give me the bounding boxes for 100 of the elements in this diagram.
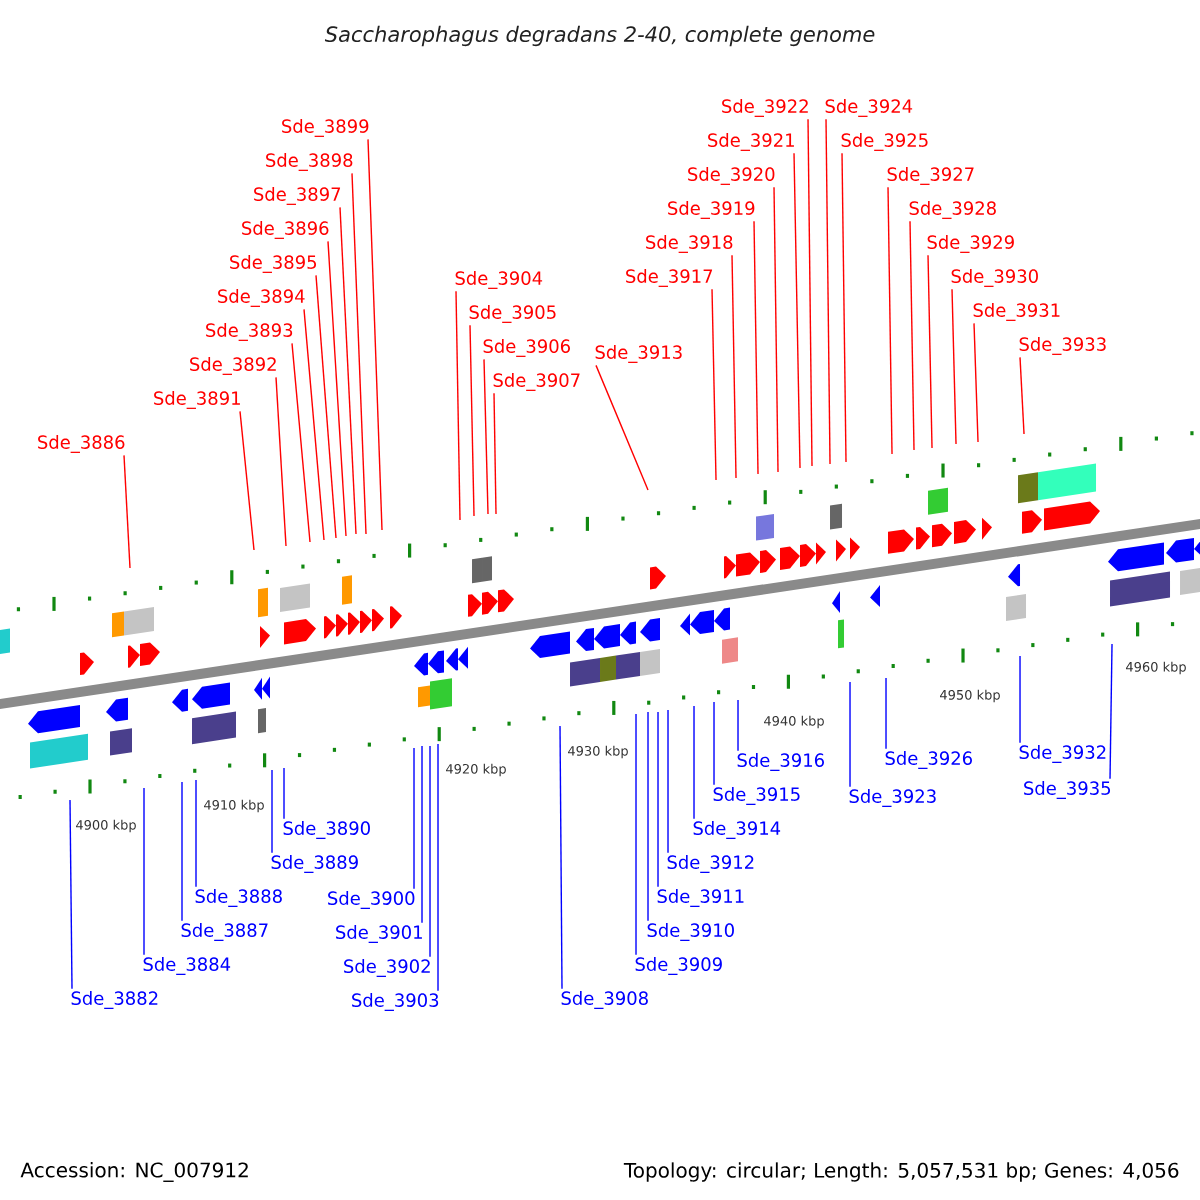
gene-label: Sde_3903	[352, 993, 439, 1011]
gene-label: Sde_3921	[708, 133, 794, 151]
gene-label: Sde_3900	[328, 891, 415, 909]
gene-label: Sde_3894	[218, 289, 305, 307]
leader-line	[315, 274, 337, 539]
gene-label: Sde_3923	[849, 789, 936, 807]
leader-line	[773, 186, 779, 473]
gene-label: Sde_3892	[190, 357, 276, 375]
gene-label: Sde_3916	[737, 753, 824, 771]
leader-line	[753, 220, 759, 475]
gene-label: Sde_3919	[668, 201, 755, 219]
leader-line	[951, 288, 957, 445]
leader-line	[693, 705, 695, 820]
gene-label: Sde_3908	[561, 991, 648, 1009]
gene-label: Sde_3927	[887, 167, 974, 185]
leader-line	[327, 240, 347, 537]
gene-label: Sde_3913	[595, 345, 682, 363]
leader-line	[595, 364, 649, 491]
leader-line	[807, 118, 813, 467]
gene-label: Sde_3890	[283, 821, 370, 839]
gene-label: Sde_3882	[71, 991, 158, 1009]
gene-label: Sde_3924	[825, 99, 913, 117]
gene-label: Sde_3920	[688, 167, 775, 185]
gene-label: Sde_3915	[713, 787, 800, 805]
gene-label: Sde_3932	[1019, 745, 1106, 763]
leader-line	[849, 681, 851, 788]
gene-label: Sde_3918	[646, 235, 733, 253]
leader-line	[455, 290, 461, 521]
gene-label: Sde_3911	[657, 889, 744, 907]
leader-line	[635, 713, 637, 956]
gene-label: Sde_3929	[927, 235, 1014, 253]
gene-label: Sde_3933	[1019, 337, 1106, 355]
gene-label: Sde_3897	[254, 187, 341, 205]
leader-line	[885, 677, 887, 750]
gene-label: Sde_3891	[154, 391, 240, 409]
leader-line	[973, 322, 979, 443]
gene-label: Sde_3889	[271, 855, 358, 873]
leader-line	[303, 308, 325, 541]
leader-line	[737, 699, 739, 752]
gene-label: Sde_3935	[1024, 781, 1111, 799]
gene-label: Sde_3930	[951, 269, 1038, 287]
leader-line	[1109, 643, 1113, 780]
gene-label: Sde_3902	[344, 959, 430, 977]
footer-text: Topology: circular; Length: 5,057,531 bp; Genes: 4,056	[623, 1162, 1179, 1182]
gene-label: Sde_3928	[909, 201, 996, 219]
leader-line	[69, 799, 73, 990]
leader-line	[275, 376, 287, 547]
leader-line	[793, 152, 801, 469]
leader-line	[195, 779, 197, 888]
leader-line	[483, 358, 489, 515]
gene-label: Sde_3907	[493, 373, 580, 391]
gene-label: Sde_3909	[635, 957, 722, 975]
leader-line	[493, 392, 497, 515]
leader-line	[657, 711, 659, 888]
gene-label: Sde_3884	[143, 957, 231, 975]
title: Saccharophagus degradans 2-40, complete genome	[324, 25, 875, 47]
leader-line	[239, 410, 255, 551]
leader-line	[731, 254, 737, 479]
leader-line	[667, 709, 669, 854]
leader-line	[429, 745, 431, 958]
leader-line	[1019, 356, 1025, 435]
gene-label: Sde_3910	[647, 923, 734, 941]
gene-label: Sde_3922	[722, 99, 808, 117]
leader-line	[339, 206, 357, 535]
gene-label: Sde_3895	[230, 255, 316, 273]
gene-label: Sde_3914	[693, 821, 781, 839]
gene-label: Sde_3912	[667, 855, 754, 873]
gene-label: Sde_3899	[282, 119, 369, 137]
leader-line	[1019, 655, 1021, 744]
leader-line	[413, 747, 415, 890]
gene-label: Sde_3931	[973, 303, 1060, 321]
gene-label: Sde_3887	[181, 923, 268, 941]
gene-label: Sde_3906	[483, 339, 570, 357]
leader-line	[909, 220, 915, 451]
leader-line	[559, 725, 563, 990]
leader-line	[647, 711, 649, 922]
gene-label: Sde_3917	[626, 269, 713, 287]
leader-line	[469, 324, 475, 517]
gene-label: Sde_3893	[206, 323, 293, 341]
gene-label: Sde_3901	[336, 925, 422, 943]
gene-label: Sde_3925	[841, 133, 928, 151]
leader-line	[841, 152, 847, 463]
gene-label: Sde_3896	[242, 221, 329, 239]
gene-label: Sde_3904	[455, 271, 543, 289]
gene-label: Sde_3888	[195, 889, 282, 907]
leader-line	[123, 454, 131, 569]
leader-line	[291, 342, 311, 543]
leader-line	[437, 743, 439, 992]
leader-line	[927, 254, 933, 449]
gene-label: Sde_3886	[38, 435, 125, 453]
gene-label: Sde_3926	[885, 751, 972, 769]
gene-label: Sde_3898	[266, 153, 353, 171]
leader-line	[283, 767, 285, 820]
leader-line	[143, 787, 145, 956]
leader-line	[421, 745, 423, 924]
leader-line	[181, 781, 183, 922]
leader-line	[713, 701, 715, 786]
leader-line	[351, 172, 367, 535]
leader-line	[367, 138, 383, 531]
leader-line	[711, 288, 717, 481]
